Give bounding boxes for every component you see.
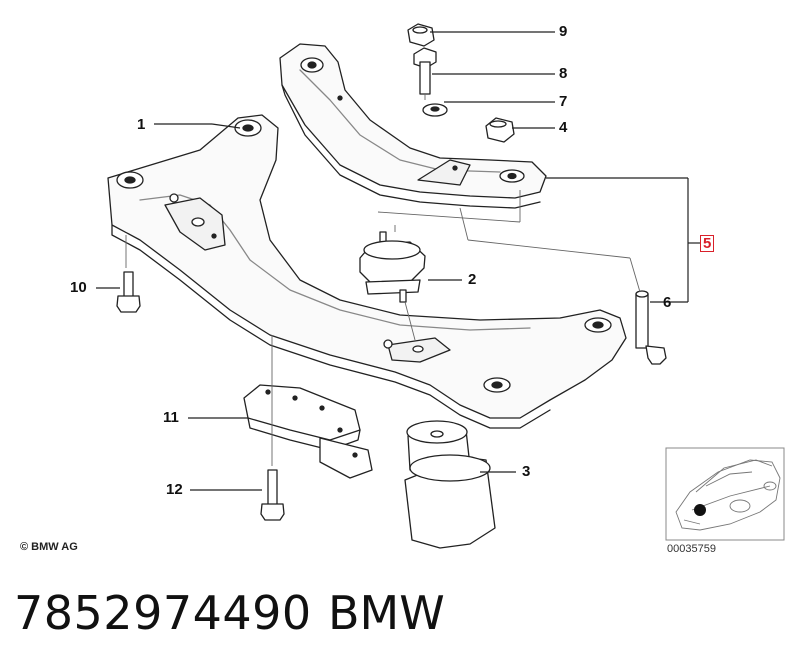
bolt-part-6 — [635, 290, 667, 365]
diagram-reference-code: 00035759 — [667, 543, 716, 555]
callout-9: 9 — [559, 23, 568, 40]
bracket-part-11 — [243, 384, 373, 479]
callout-11: 11 — [163, 409, 179, 426]
callout-10: 10 — [70, 279, 87, 296]
crossmember-part-1 — [107, 114, 627, 429]
callout-4: 4 — [559, 119, 568, 136]
part-number: 7852974490 — [14, 586, 312, 640]
callout-5: 5 — [700, 235, 715, 252]
callout-12: 12 — [166, 481, 183, 498]
nut-part-4 — [485, 117, 515, 143]
callout-3: 3 — [522, 463, 531, 480]
copyright-notice: © BMW AG — [20, 541, 78, 553]
vehicle-location-inset — [665, 447, 785, 541]
assembly-lines — [125, 94, 641, 466]
bolt-part-12 — [260, 469, 285, 521]
callout-7: 7 — [559, 93, 568, 110]
rubber-mount-part-2 — [359, 231, 426, 303]
washer-part-7 — [422, 103, 448, 117]
nut-part-9 — [407, 23, 435, 47]
bolt-part-10 — [116, 271, 141, 313]
callout-6: 6 — [663, 294, 672, 311]
callout-1: 1 — [137, 116, 146, 133]
callout-8: 8 — [559, 65, 568, 82]
gearbox-support-part-5 — [279, 43, 547, 209]
bush-part-3 — [404, 420, 496, 549]
callout-2: 2 — [468, 271, 477, 288]
leader-lines — [96, 31, 700, 491]
bolt-part-8 — [413, 47, 437, 95]
brand-name: BMW — [328, 586, 445, 640]
